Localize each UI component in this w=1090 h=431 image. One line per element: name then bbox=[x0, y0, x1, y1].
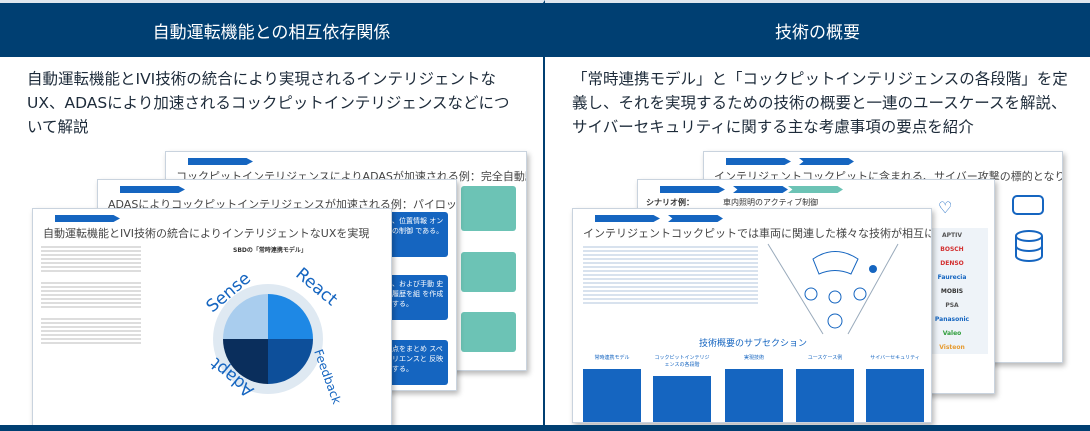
subsection-label: コックピットインテリジェンスの各段階 bbox=[654, 355, 710, 368]
logo-visteon: Visteon bbox=[939, 343, 965, 351]
feedback-label: Feedback bbox=[311, 347, 343, 406]
right-panel-description: 「常時連携モデル」と「コックピットインテリジェンスの各段階」を定義し、それを実現… bbox=[572, 70, 1068, 136]
blue-box: 、位置情報 オンの制御 である。 bbox=[388, 212, 448, 257]
left-panel-description: 自動運転機能とIVI技術の統合により実現されるインテリジェントなUX、ADASに… bbox=[27, 70, 510, 136]
subsection-box bbox=[725, 369, 783, 422]
subsection-card: 常時連携モデル bbox=[583, 354, 641, 422]
slide-tag bbox=[799, 158, 854, 165]
slide-tag bbox=[733, 186, 788, 193]
right-panel: 技術の概要 「常時連携モデル」と「コックピットインテリジェンスの各段階」を定義し… bbox=[545, 0, 1090, 431]
slide-tag bbox=[595, 215, 660, 222]
slide-tag bbox=[188, 158, 253, 165]
logo-valeo: Valeo bbox=[942, 329, 962, 337]
slide-body-text bbox=[41, 244, 141, 346]
slide-title: 自動運転機能とIVI技術の統合によりインテリジェントなUXを実現 bbox=[43, 227, 370, 240]
database-icon bbox=[1012, 195, 1044, 262]
subsection-label: 常時連携モデル bbox=[594, 355, 630, 361]
subsection-label: 実現技術 bbox=[743, 355, 764, 361]
logo-bosch: BOSCH bbox=[940, 245, 964, 253]
blue-box: 、および手動 史履歴を組 を作成する。 bbox=[388, 275, 448, 320]
bottom-bar bbox=[545, 425, 1090, 431]
logo-aptiv: APTIV bbox=[941, 231, 962, 239]
diagram-title: SBDの「常時連携モデル」 bbox=[233, 247, 307, 254]
slide-tag bbox=[120, 186, 185, 193]
logo-panasonic: Panasonic bbox=[934, 315, 970, 323]
subsection-box bbox=[796, 369, 854, 422]
slide-title: ADASによりコックピットインテリジェンスが加速される例：パイロット走行 - 1 bbox=[108, 198, 457, 211]
slide-body-text bbox=[583, 244, 758, 304]
heart-monitor-icon: ♡ bbox=[938, 198, 953, 217]
slide-tag bbox=[55, 215, 120, 222]
slide-title: インテリジェントコックピットでは車両に関連した様々な技術が相互に連携 bbox=[583, 227, 932, 240]
slide-tag bbox=[788, 186, 843, 193]
teal-box bbox=[461, 252, 516, 292]
right-panel-header: 技術の概要 bbox=[545, 3, 1090, 57]
subsection-card: ユースケース例 bbox=[796, 354, 854, 422]
scenario-label: シナリオ例： bbox=[646, 198, 694, 207]
left-panel: 自動運転機能との相互依存関係 自動運転機能とIVI技術の統合により実現されるイン… bbox=[0, 0, 545, 431]
subsection-box bbox=[653, 376, 711, 422]
slide-tag bbox=[726, 158, 791, 165]
blue-box: 点をまとめ スペリエンスと 反映する。 bbox=[388, 340, 448, 385]
logo-psa: PSA bbox=[945, 301, 959, 309]
continuous-connection-diagram: Sense React Adapt Feedback bbox=[203, 264, 343, 406]
slide-title: 車内照明のアクティブ制御 bbox=[723, 198, 819, 207]
teal-box bbox=[461, 186, 516, 231]
subsection-label: ユースケース例 bbox=[807, 355, 843, 361]
connected-tech-funnel bbox=[767, 243, 899, 335]
slide-tag bbox=[668, 215, 723, 222]
slide-thumbnail-tech-overview: インテリジェントコックピットでは車両に関連した様々な技術が相互に連携 技術概要の… bbox=[572, 208, 932, 423]
teal-box bbox=[461, 312, 516, 352]
subsection-heading: 技術概要のサブセクション bbox=[573, 339, 931, 350]
slide-thumbnail-ux: 自動運転機能とIVI技術の統合によりインテリジェントなUXを実現 SBDの「常時… bbox=[32, 208, 392, 426]
subsection-card: コックピットインテリジェンスの各段階 bbox=[653, 354, 711, 422]
slide-tag bbox=[660, 186, 725, 193]
logo-faurecia: Faurecia bbox=[937, 273, 967, 281]
logo-denso: DENSO bbox=[940, 259, 964, 267]
subsection-box bbox=[866, 369, 924, 422]
left-panel-header: 自動運転機能との相互依存関係 bbox=[0, 3, 543, 57]
logo-mobis: MOBIS bbox=[940, 287, 964, 295]
subsection-card: 実現技術 bbox=[725, 354, 783, 422]
subsection-box bbox=[583, 369, 641, 422]
subsection-label: サイバーセキュリティ bbox=[870, 355, 920, 361]
subsection-card: サイバーセキュリティ bbox=[866, 354, 924, 422]
bottom-bar bbox=[0, 425, 543, 431]
